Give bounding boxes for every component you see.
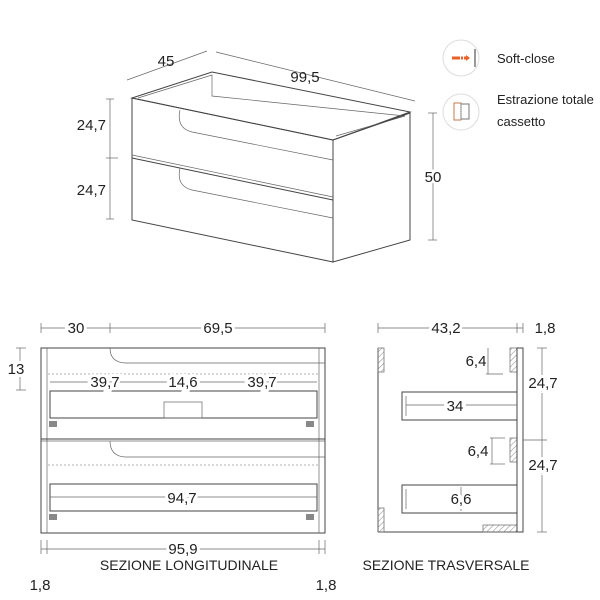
dim-30: 30 [68, 320, 85, 337]
dim-13: 13 [8, 361, 25, 378]
dim-24-7-lower: 24,7 [528, 457, 557, 474]
dim-39-7-left: 39,7 [90, 374, 119, 391]
dim-1-8: 1,8 [535, 320, 556, 337]
cabinet-front [131, 97, 334, 263]
dim-43-2: 43,2 [431, 320, 460, 337]
dim-1-8-right: 1,8 [316, 577, 337, 594]
dim-69-5: 69,5 [203, 320, 232, 337]
top-drawer-handle [178, 109, 334, 161]
lower-drawer-box [49, 483, 318, 512]
bottom-drawer-height: 24,7 [77, 182, 106, 199]
dim-1-8-left: 1,8 [30, 577, 51, 594]
dim-94-7: 94,7 [167, 490, 196, 507]
dim-6-4-upper: 6,4 [466, 353, 487, 370]
upper-drawer-section [401, 391, 518, 421]
width-dimension: 99,5 [290, 69, 319, 86]
dim-95-9: 95,9 [168, 541, 197, 558]
isometric-view: 45 99,5 24,7 24,7 50 [77, 50, 444, 263]
full-extension-label-1: Estrazione totale [497, 92, 594, 107]
dim-39-7-right: 39,7 [247, 374, 276, 391]
legend: Soft-close Estrazione totale cassetto [442, 39, 594, 131]
upper-drawer-box [49, 390, 318, 419]
total-height: 50 [425, 169, 442, 186]
dim-24-7-upper: 24,7 [528, 375, 557, 392]
lower-drawer-section [401, 484, 518, 514]
dim-14-6: 14,6 [168, 374, 197, 391]
cabinet-top [130, 71, 412, 141]
bottom-drawer-handle [178, 167, 334, 219]
longitudinal-section: 30 69,5 13 39,7 14,6 39,7 94,7 95,9 1,8 … [5, 317, 337, 594]
cabinet-side [332, 112, 411, 263]
full-extension-label-2: cassetto [497, 114, 545, 129]
soft-close-label: Soft-close [497, 51, 555, 66]
transversal-title: SEZIONE TRASVERSALE [362, 557, 529, 573]
dim-34: 34 [447, 398, 464, 415]
longitudinal-title: SEZIONE LONGITUDINALE [100, 557, 278, 573]
top-drawer-height: 24,7 [77, 117, 106, 134]
transversal-section: 43,2 1,8 24,7 24,7 6,4 6,4 34 6,6 SEZION… [362, 317, 560, 573]
dim-6-4-lower: 6,4 [468, 443, 489, 460]
drawer-split [131, 157, 334, 201]
dim-6-6: 6,6 [451, 491, 472, 508]
depth-dimension: 45 [158, 53, 175, 70]
